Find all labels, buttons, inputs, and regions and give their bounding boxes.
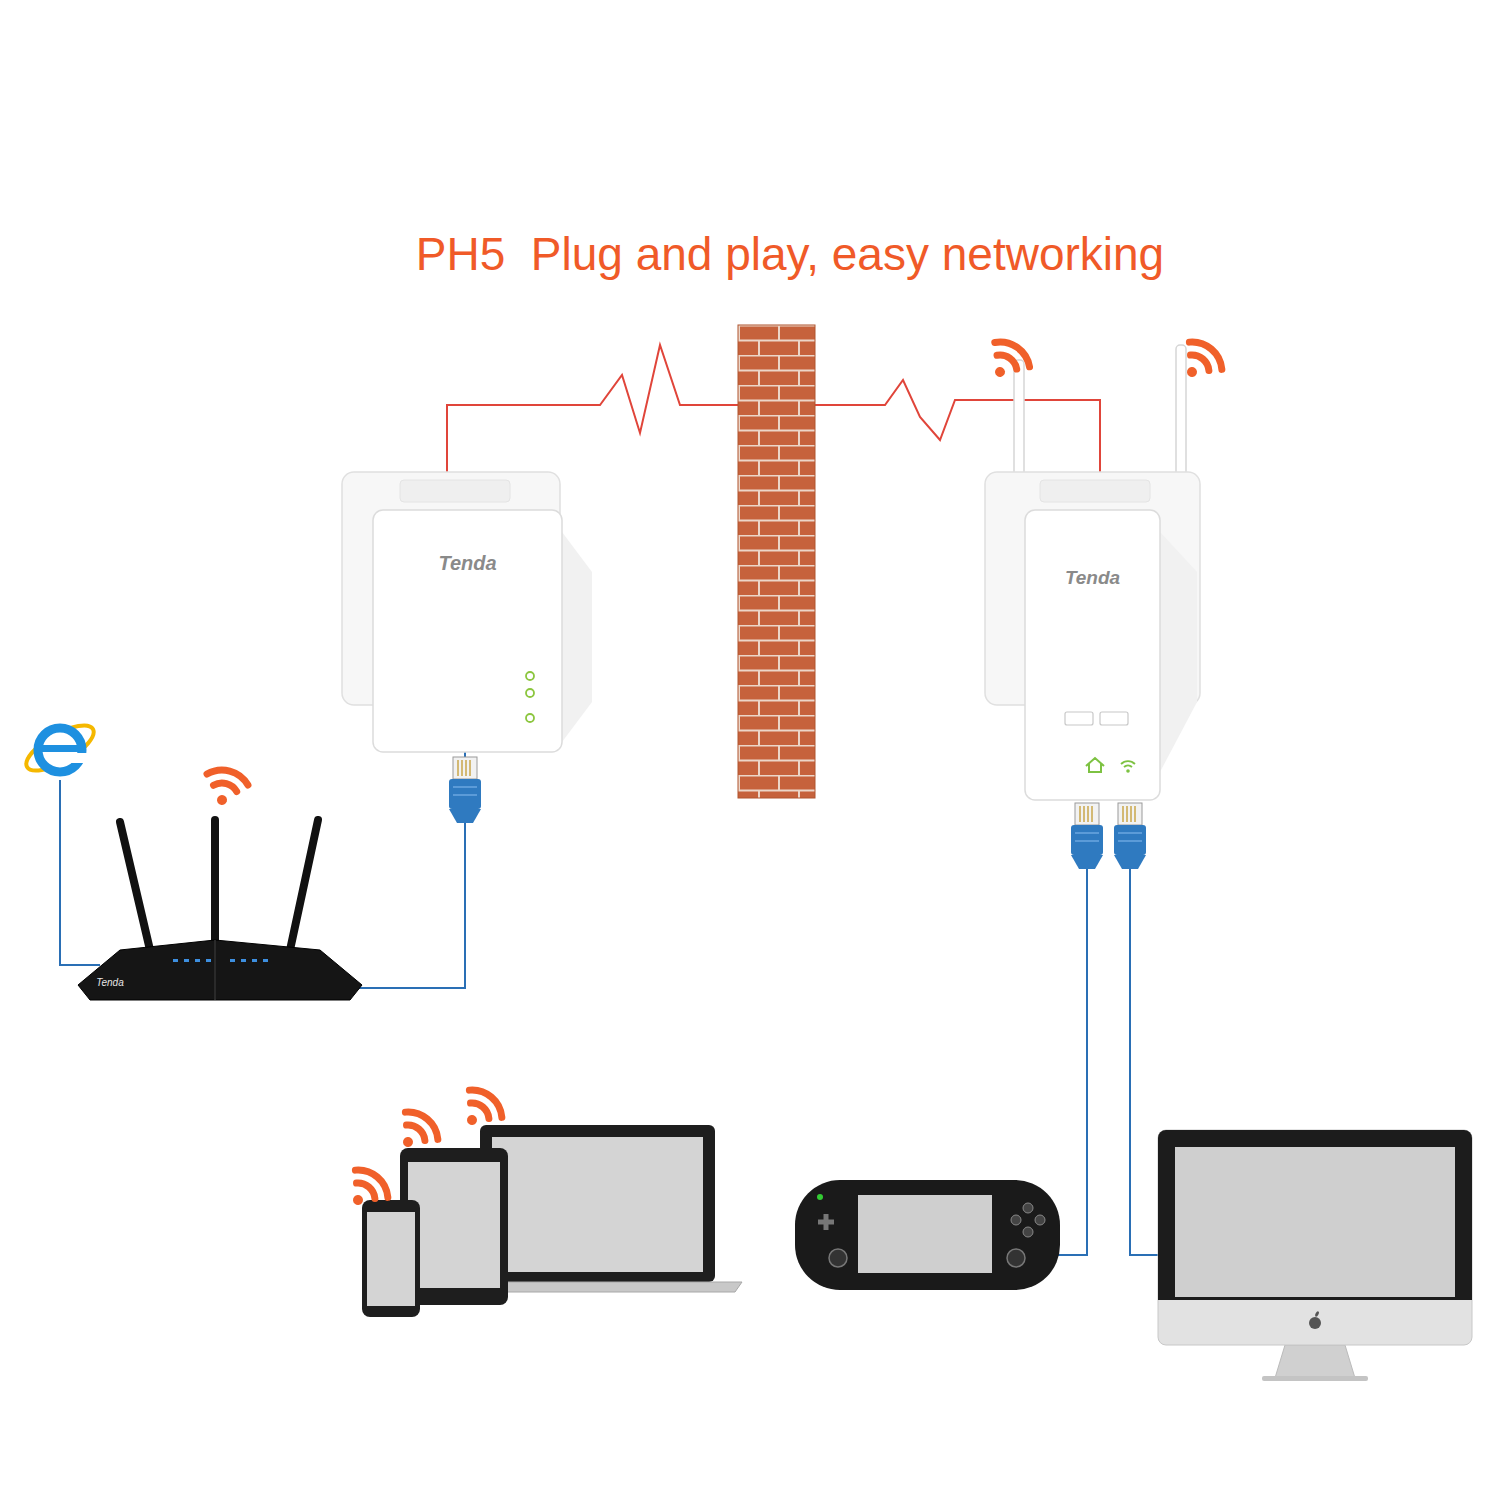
adapter-body <box>373 510 562 752</box>
powerline-adapter: Tenda <box>342 472 562 752</box>
router-led <box>263 959 268 962</box>
internet-wire <box>60 780 100 965</box>
router-led <box>184 959 189 962</box>
internet-icon <box>20 717 100 779</box>
wifi-symbol <box>453 1083 508 1137</box>
router-box: Tenda <box>78 940 362 1002</box>
wifi-symbol <box>339 1163 394 1217</box>
adapter-button <box>1065 712 1093 725</box>
router-led <box>206 959 211 962</box>
wifi-symbol <box>980 335 1035 388</box>
router-led <box>241 959 246 962</box>
adapter-body <box>1025 510 1160 800</box>
phone-icon <box>362 1200 420 1317</box>
node-outline <box>985 472 1200 802</box>
brand-label: Tenda <box>1025 566 1160 589</box>
wifi-symbol <box>389 1105 444 1159</box>
router-antenna <box>290 820 318 950</box>
ethernet-plug <box>449 757 481 823</box>
router-led <box>230 959 235 962</box>
router-antenna <box>211 820 219 945</box>
wifi-symbol <box>1173 335 1228 389</box>
brand-label: Tenda <box>373 551 562 575</box>
router-antenna <box>120 822 150 950</box>
home-led <box>1086 758 1104 772</box>
ethernet-cable <box>1130 869 1160 1255</box>
wifi-symbol <box>200 766 250 811</box>
ethernet-cable <box>1058 869 1087 1255</box>
wifi-led <box>1126 769 1130 773</box>
adapter-button <box>1100 712 1128 725</box>
wifi-led <box>1121 761 1135 767</box>
router-led <box>173 959 178 962</box>
status-led <box>526 689 534 697</box>
router-led <box>195 959 200 962</box>
node-outline <box>78 940 362 1002</box>
desktop-monitor-icon <box>1158 1130 1472 1381</box>
game-console-icon <box>795 1180 1060 1290</box>
diagram-title: PH5 Plug and play, easy networking <box>240 226 1340 282</box>
plate-tab <box>1040 480 1150 502</box>
status-led <box>526 672 534 680</box>
adapter-shadow <box>1160 532 1197 772</box>
router-led <box>252 959 257 962</box>
ethernet-plug <box>1114 803 1146 869</box>
ethernet-plug <box>1071 803 1103 869</box>
adapter-shadow <box>562 532 592 742</box>
brick-wall <box>738 325 815 798</box>
powerline-adapter: Tenda <box>985 472 1200 802</box>
ethernet-cable <box>356 752 465 988</box>
router-ridge <box>214 940 216 1000</box>
brand-label: Tenda <box>90 977 130 989</box>
plate-tab <box>400 480 510 502</box>
router-body <box>78 940 362 1000</box>
node-outline <box>342 472 562 752</box>
status-led <box>526 714 534 722</box>
